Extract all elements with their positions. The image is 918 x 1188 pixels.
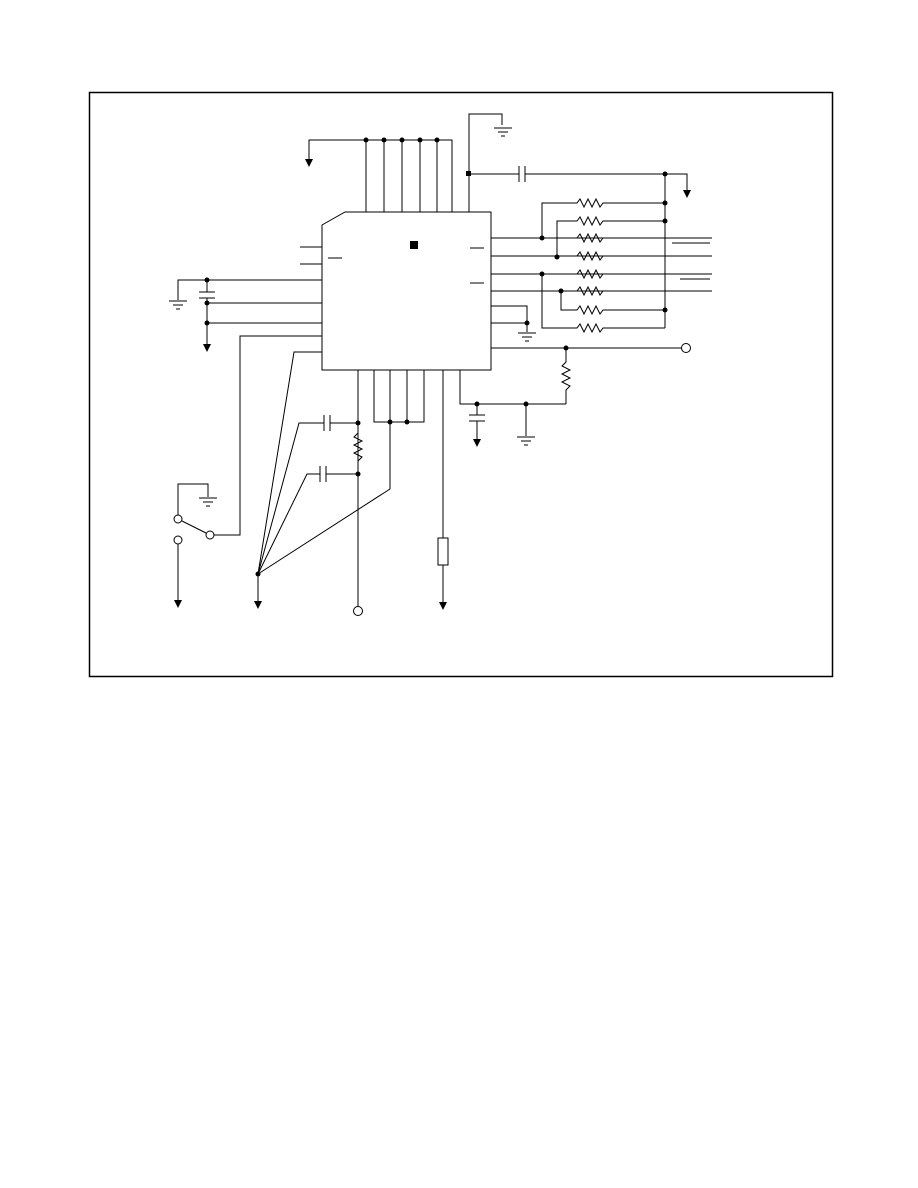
junction-square [466, 171, 471, 176]
capacitor-rc-lower [257, 466, 358, 575]
ic-pin1-marker [410, 241, 418, 249]
fan-wire-bottom-pins [257, 422, 391, 575]
switch-ground-wire [177, 483, 209, 515]
ic-body [321, 211, 492, 371]
resistor-right-vertical [560, 348, 572, 404]
ic-right-pins [491, 237, 712, 292]
resistor-rc [352, 425, 364, 474]
ic-right-ground-junction [524, 320, 530, 326]
switch-contact-a [173, 514, 183, 524]
arrow-bottom-right [473, 439, 481, 447]
ic-right-ground-wire [491, 305, 528, 332]
arrow-switch-out [174, 600, 182, 608]
right-arrow-wire [665, 173, 688, 190]
switch-contact-b [173, 535, 183, 545]
right-arrow [683, 190, 691, 198]
ground-symbol-top-right [494, 127, 512, 137]
bottom-pins [373, 370, 425, 425]
ground-symbol-left [169, 300, 187, 310]
capacitor-top [469, 166, 665, 182]
top-pin-bus [308, 137, 453, 212]
ic-left-supply-network [177, 277, 322, 344]
ground-symbol-switch [199, 497, 217, 507]
top-left-arrow [305, 159, 313, 167]
output-terminal [681, 343, 691, 353]
ground-symbol-right [518, 332, 536, 342]
resistor-ladder [539, 197, 665, 334]
arrow-left-supply [203, 344, 211, 352]
fuse-element [437, 537, 449, 566]
figure-frame [88, 91, 834, 678]
top-right-ground-wire [468, 113, 503, 212]
ground-symbol-bottom-right [517, 436, 535, 446]
arrow-fan [254, 601, 262, 609]
switch-blade [181, 520, 207, 534]
bottom-right-wire [459, 370, 566, 405]
fan-wire-ic-left [257, 351, 322, 575]
capacitor-rc-upper [257, 415, 358, 575]
switch-contact-common [205, 530, 215, 540]
terminal-bottom-rc [353, 606, 363, 616]
arrow-bottom-center [439, 602, 447, 610]
switch-pin-wire [214, 335, 322, 536]
capacitor-bottom-right [469, 404, 485, 439]
